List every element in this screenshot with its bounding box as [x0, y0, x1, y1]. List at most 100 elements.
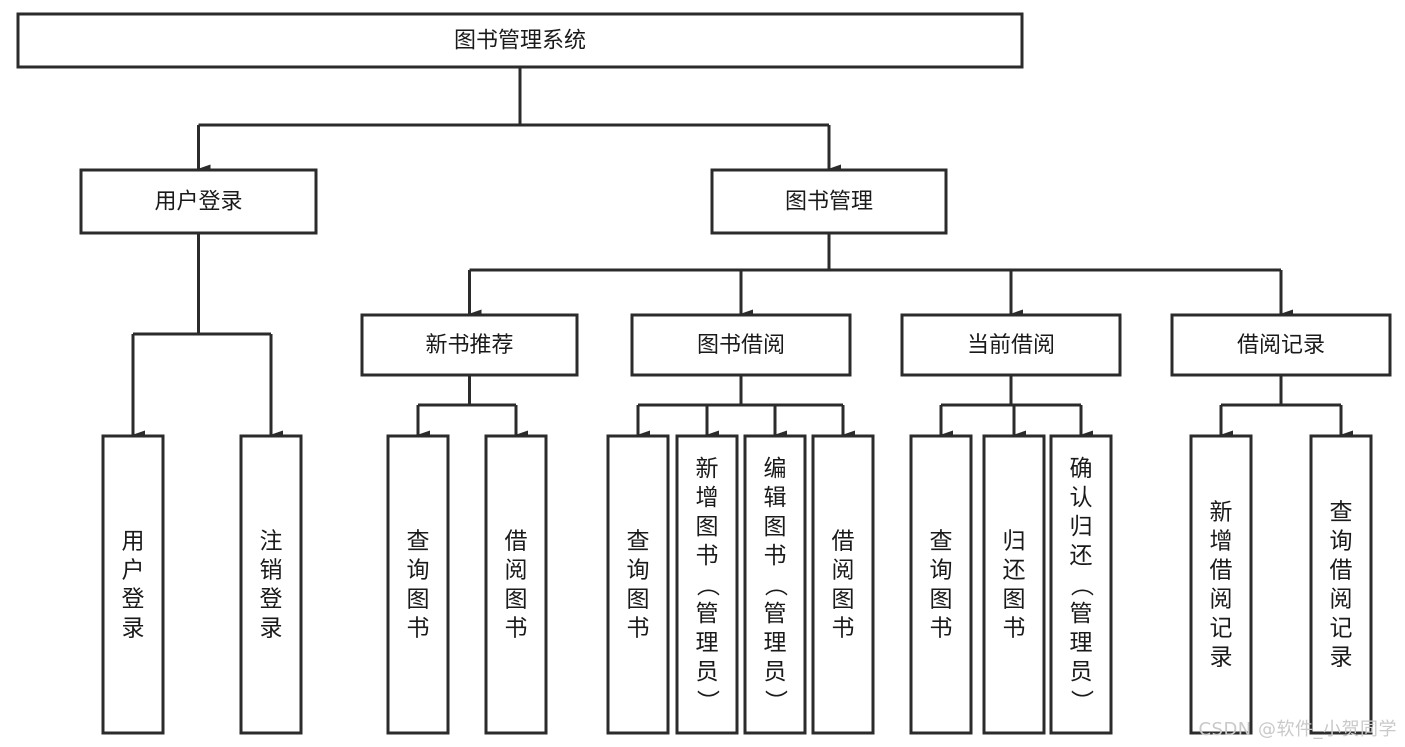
node-leaf-3-char: 阅	[505, 558, 528, 584]
node-leaf-4-rect	[606, 434, 670, 735]
node-leaf-8-rect	[909, 434, 973, 735]
node-leaf-1-char: 登	[260, 587, 283, 613]
node-leaf-5-char: 理	[696, 630, 719, 656]
node-level2-1-rect	[710, 168, 948, 235]
node-leaf-2-char: 书	[407, 616, 430, 642]
node-leaf-0[interactable]: 用户登录	[101, 434, 165, 735]
node-leaf-6-char: 管	[764, 601, 787, 627]
node-level2-1-label: 图书管理	[785, 190, 873, 215]
node-leaf-3-char: 图	[505, 587, 528, 613]
node-leaf-0-char: 用	[122, 529, 145, 555]
node-leaf-9-rect	[982, 434, 1046, 735]
node-leaf-5-char: 增	[696, 485, 719, 511]
node-leaf-7-char: 图	[832, 587, 855, 613]
node-level2-1[interactable]: 图书管理	[710, 168, 948, 235]
node-level2-0[interactable]: 用户登录	[79, 168, 318, 235]
node-leaf-7-char: 阅	[832, 558, 855, 584]
node-level3-3-label: 借阅记录	[1237, 333, 1325, 358]
node-leaf-10-char: 理	[1070, 630, 1093, 656]
node-level3-1-rect	[630, 313, 852, 377]
node-leaf-10-char: 确	[1070, 456, 1093, 482]
node-level3-2[interactable]: 当前借阅	[900, 313, 1122, 377]
node-leaf-9-char: 归	[1003, 529, 1026, 555]
node-leaf-7-char: 借	[832, 529, 855, 555]
node-leaf-3-rect	[484, 434, 548, 735]
node-level3-2-label: 当前借阅	[967, 333, 1055, 358]
node-leaf-10-char: 归	[1070, 514, 1093, 540]
node-leaf-6-char: 编	[764, 456, 787, 482]
node-level3-1[interactable]: 图书借阅	[630, 313, 852, 377]
node-leaf-9-char: 书	[1003, 616, 1026, 642]
node-leaf-10-char: 管	[1070, 601, 1093, 627]
node-leaf-6-char: 理	[764, 630, 787, 656]
node-leaf-5-char: 书	[696, 543, 719, 569]
node-leaf-3-char: 借	[505, 529, 528, 555]
node-leaf-12-char: 记	[1330, 616, 1353, 642]
node-leaf-6-char: ）	[762, 690, 788, 713]
node-leaf-6-char: （	[762, 574, 788, 597]
node-leaf-6-char: 书	[764, 543, 787, 569]
node-root[interactable]: 图书管理系统	[16, 12, 1024, 69]
node-leaf-8-char: 图	[930, 587, 953, 613]
node-leaf-4-char: 询	[627, 558, 650, 584]
node-leaf-0-char: 录	[122, 616, 145, 642]
node-leaf-5-char: ）	[694, 690, 720, 713]
node-level3-3[interactable]: 借阅记录	[1170, 313, 1392, 377]
node-leaf-10-char: （	[1068, 574, 1094, 597]
node-leaf-10-rect	[1049, 434, 1113, 735]
node-leaf-7-rect	[811, 434, 875, 735]
node-leaf-1-char: 录	[260, 616, 283, 642]
node-leaf-11-char: 阅	[1210, 587, 1233, 613]
node-leaf-5-char: 图	[696, 514, 719, 540]
node-level3-1-label: 图书借阅	[697, 333, 785, 358]
node-leaf-2-char: 查	[407, 529, 430, 555]
node-level3-0[interactable]: 新书推荐	[360, 313, 579, 377]
node-leaf-10-char: 认	[1070, 485, 1093, 511]
node-level2-0-rect	[79, 168, 318, 235]
node-root-label: 图书管理系统	[454, 29, 586, 54]
node-leaf-5-char: 管	[696, 601, 719, 627]
node-leaf-11-char: 新	[1210, 500, 1233, 526]
node-leaf-11-char: 增	[1210, 529, 1233, 555]
node-level3-0-label: 新书推荐	[425, 333, 513, 358]
node-leaf-5-char: （	[694, 574, 720, 597]
node-leaf-5-rect	[675, 434, 739, 735]
node-leaf-6-char: 员	[764, 659, 787, 685]
node-leaf-12-rect	[1309, 434, 1373, 735]
node-root-rect	[16, 12, 1024, 69]
node-level3-0-rect	[360, 313, 579, 377]
node-leaf-2-char: 图	[407, 587, 430, 613]
node-level2-0-label: 用户登录	[154, 190, 242, 215]
node-leaf-11-char: 借	[1210, 558, 1233, 584]
node-leaf-3-char: 书	[505, 616, 528, 642]
node-leaf-11-char: 录	[1210, 645, 1233, 671]
node-leaf-8-char: 询	[930, 558, 953, 584]
connectors-layer	[131, 67, 1353, 440]
node-level3-3-rect	[1170, 313, 1392, 377]
nodes-layer: 图书管理系统用户登录图书管理新书推荐图书借阅当前借阅借阅记录用户登录注销登录查询…	[16, 12, 1392, 735]
node-leaf-5-char: 员	[696, 659, 719, 685]
node-leaf-2-rect	[386, 434, 450, 735]
node-leaf-7-char: 书	[832, 616, 855, 642]
node-leaf-1-rect	[239, 434, 303, 735]
csdn-watermark: CSDN @软件_小贺同学	[1198, 719, 1397, 740]
node-leaf-12-char: 询	[1330, 529, 1353, 555]
node-leaf-10-char: ）	[1068, 690, 1094, 713]
node-leaf-6-char: 图	[764, 514, 787, 540]
node-leaf-9-char: 图	[1003, 587, 1026, 613]
node-level3-2-rect	[900, 313, 1122, 377]
